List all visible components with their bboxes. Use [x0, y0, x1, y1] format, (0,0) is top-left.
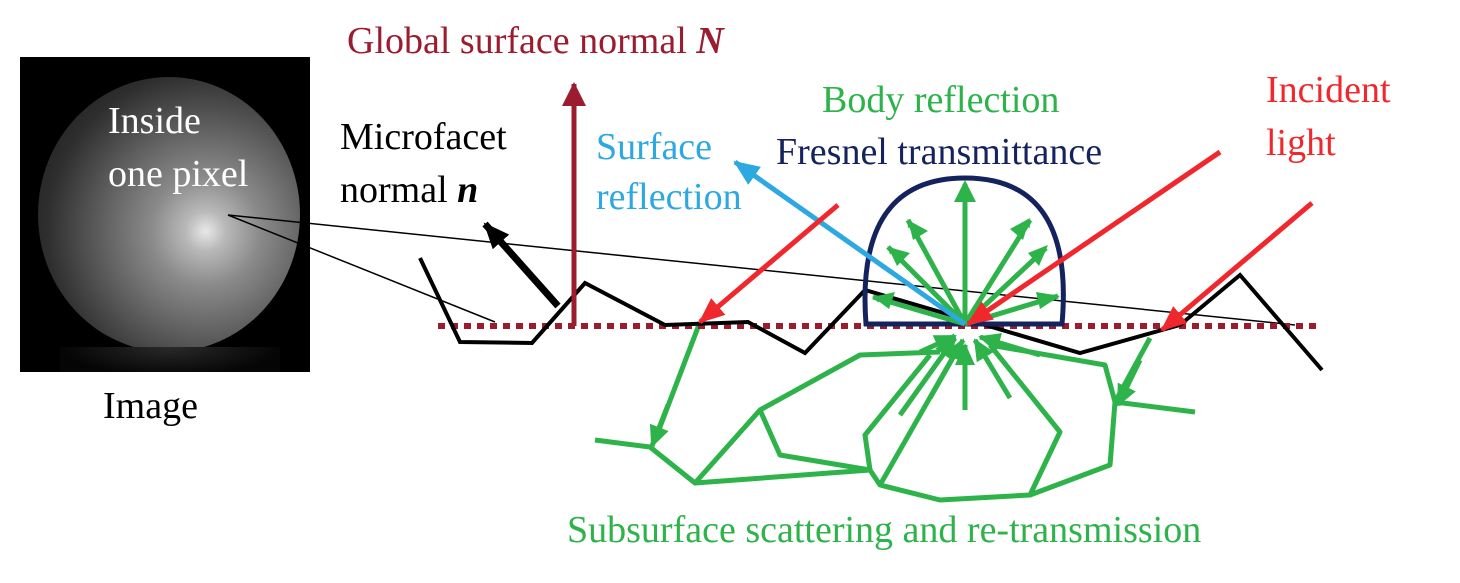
microfacet-label-line2: normal n: [340, 167, 478, 213]
body-reflection-label: Body reflection: [822, 79, 1060, 121]
global-normal-symbol: N: [696, 20, 724, 62]
surface-reflection-arrow: [733, 159, 967, 327]
fresnel-label: Fresnel transmittance: [776, 131, 1103, 173]
subsurface-label: Subsurface scattering and re-transmissio…: [567, 509, 1202, 551]
incident-label-line2: light: [1266, 122, 1336, 164]
image-label: Image: [103, 385, 198, 427]
microfacet-label-line1: Microfacet: [340, 116, 507, 158]
surface-reflection-label-line1: Surface: [596, 126, 713, 168]
subsurface-arrowheads: [649, 333, 1143, 448]
subsurface-paths: [594, 321, 1196, 503]
pixel-photo: [20, 57, 310, 372]
incident-label-line1: Incident: [1266, 69, 1391, 111]
microfacet-normal-arrow: [482, 221, 561, 309]
global-normal-text: Global surface normal: [347, 20, 697, 62]
sphere-base: [60, 347, 280, 372]
microfacet-normal-symbol: n: [457, 169, 479, 211]
zoom-line-lower: [227, 214, 496, 323]
microfacet-normal-text: normal: [340, 169, 458, 211]
inside-pixel-label-line1: Inside: [108, 100, 201, 142]
inside-pixel-label-line2: one pixel: [108, 153, 249, 195]
surface-reflection-label-line2: reflection: [596, 176, 742, 218]
body-reflection-heads: [873, 180, 1060, 309]
global-normal-label: Global surface normal N: [347, 18, 724, 64]
incident-light-arrows: [698, 149, 1314, 332]
sphere-image: [38, 77, 300, 352]
